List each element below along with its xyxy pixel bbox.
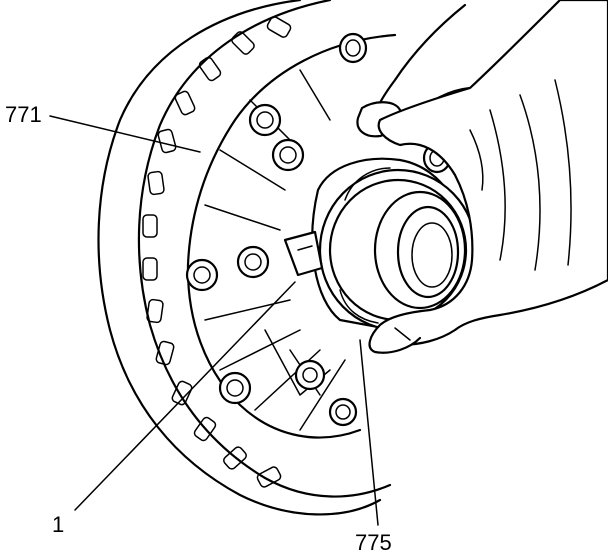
release-bearing — [283, 157, 478, 334]
bolt-icon — [294, 359, 326, 391]
leader-775 — [359, 339, 379, 526]
callout-775: 775 — [355, 530, 392, 555]
leader-771 — [49, 115, 201, 153]
bolt-icon — [185, 258, 219, 292]
callout-1: 1 — [52, 512, 64, 537]
leader-lines — [49, 115, 379, 526]
callout-771: 771 — [5, 102, 42, 127]
bolt-icon — [271, 138, 305, 172]
leader-1 — [74, 281, 296, 511]
hand — [356, 0, 608, 354]
bolt-icon — [236, 245, 270, 279]
bolt-icon — [218, 371, 252, 405]
bolt-icon — [248, 103, 282, 137]
friction-slots — [142, 16, 292, 488]
bolt-icon — [338, 32, 368, 64]
bolt-icon — [328, 397, 358, 427]
